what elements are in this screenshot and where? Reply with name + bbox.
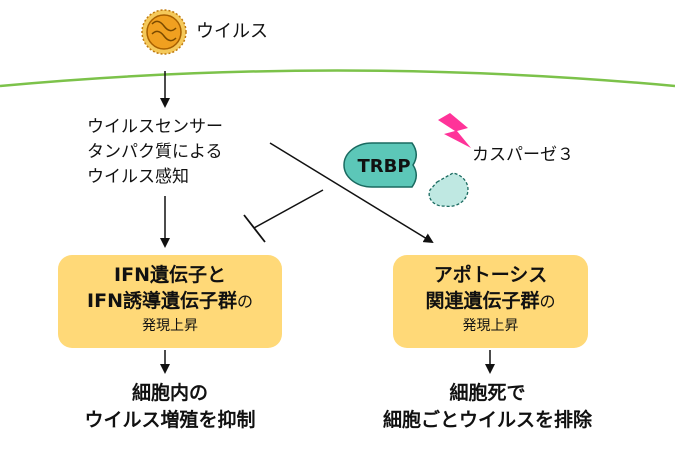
trbp-protein-icon xyxy=(343,142,417,188)
ifn-box-line1: IFN遺伝子と xyxy=(114,264,226,286)
result-line: ウイルス増殖を抑制 xyxy=(84,409,256,431)
virus-label: ウイルス xyxy=(196,21,268,42)
arrow-sensor-to-apoptosis-box xyxy=(269,142,434,244)
ifn-box-line2-particle: の xyxy=(236,292,253,311)
result-line: 細胞ごとウイルスを排除 xyxy=(382,409,592,431)
sensor-line: ウイルスセンサー xyxy=(87,117,223,137)
sensor-line: ウイルス感知 xyxy=(87,167,189,187)
trbp-label: TRBP xyxy=(357,156,410,177)
apoptosis-gene-box: アポトーシス 関連遺伝子群の 発現上昇 xyxy=(393,255,588,348)
apoptosis-box-line3: 発現上昇 xyxy=(462,318,519,334)
cell-membrane xyxy=(0,69,675,88)
apoptosis-box-line1: アポトーシス xyxy=(433,264,548,286)
result-line: 細胞死で xyxy=(449,382,526,404)
ifn-box-line2-main: IFN誘導遺伝子群 xyxy=(87,290,237,312)
apoptosis-box-line2-particle: の xyxy=(539,292,556,311)
virus-icon xyxy=(141,9,187,55)
ifn-result-text: 細胞内の ウイルス増殖を抑制 xyxy=(40,380,300,434)
caspase-label: カスパーゼ３ xyxy=(472,145,574,165)
ifn-box-line2: IFN誘導遺伝子群の xyxy=(58,288,282,315)
inhibition-bar xyxy=(243,214,266,243)
ifn-gene-box: IFN遺伝子と IFN誘導遺伝子群の 発現上昇 xyxy=(58,255,282,348)
inhibition-line xyxy=(253,189,324,229)
apoptosis-result-text: 細胞死で 細胞ごとウイルスを排除 xyxy=(345,380,630,434)
sensor-text: ウイルスセンサー タンパク質による ウイルス感知 xyxy=(87,115,223,190)
result-line: 細胞内の xyxy=(131,382,208,404)
ifn-box-line3: 発現上昇 xyxy=(142,318,198,334)
apoptosis-box-line2: 関連遺伝子群の xyxy=(393,288,588,315)
cleaved-fragment-icon xyxy=(428,172,469,208)
caspase-lightning-icon xyxy=(438,113,471,148)
sensor-line: タンパク質による xyxy=(87,142,223,162)
apoptosis-box-line2-main: 関連遺伝子群 xyxy=(425,290,540,312)
